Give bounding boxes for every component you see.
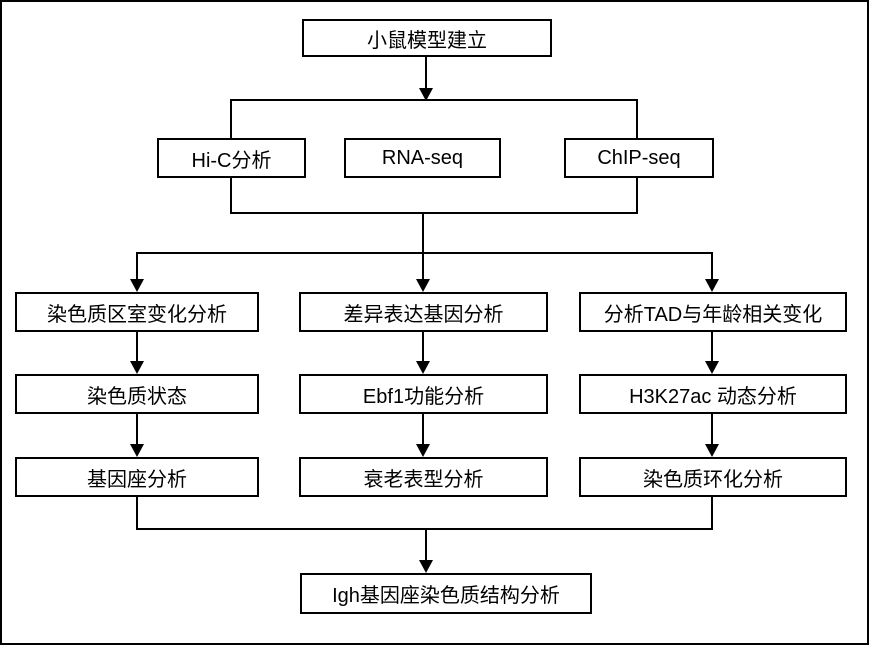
node-hic-analysis: Hi-C分析: [157, 138, 306, 178]
connector-tad-to-h3k27ac: [711, 332, 713, 362]
node-ebf1-function-analysis: Ebf1功能分析: [299, 374, 548, 414]
connector-ebf1-to-aging: [422, 414, 424, 445]
arrowhead-to-locus-analysis: [130, 444, 144, 457]
node-deg-analysis: 差异表达基因分析: [299, 292, 548, 332]
connector-final-stem: [425, 528, 427, 561]
connector-looping-down: [711, 497, 713, 530]
connector-h3k27ac-to-looping: [711, 414, 713, 445]
connector-chipseq-down: [636, 178, 638, 214]
node-tad-age-change-analysis: 分析TAD与年龄相关变化: [579, 292, 847, 332]
connector-merge-bracket: [230, 212, 638, 214]
connector-deg-to-ebf1: [422, 332, 424, 362]
connector-distribute-bracket: [136, 252, 713, 254]
arrowhead-to-deg-analysis: [416, 279, 430, 292]
connector-bracket-to-hic: [230, 99, 232, 138]
connector-methods-bracket-top: [230, 99, 638, 101]
arrowhead-to-h3k27ac-analysis: [705, 361, 719, 374]
arrowhead-to-ebf1-analysis: [416, 361, 430, 374]
node-chromatin-looping-analysis: 染色质环化分析: [579, 457, 847, 497]
arrowhead-root-to-methods: [419, 88, 433, 101]
node-aging-phenotype-analysis: 衰老表型分析: [299, 457, 548, 497]
arrowhead-to-aging-phenotype: [416, 444, 430, 457]
connector-state-to-locus: [136, 414, 138, 445]
node-h3k27ac-dynamics-analysis: H3K27ac 动态分析: [579, 374, 847, 414]
node-compartment-change-analysis: 染色质区室变化分析: [15, 292, 259, 332]
node-chipseq: ChIP-seq: [564, 138, 714, 178]
node-mouse-model: 小鼠模型建立: [302, 19, 552, 57]
arrowhead-to-chromatin-looping: [705, 444, 719, 457]
connector-hic-down: [230, 178, 232, 214]
connector-distribute-right-drop: [711, 252, 713, 280]
connector-locus-down: [136, 497, 138, 530]
connector-final-bracket: [136, 528, 713, 530]
connector-center-stem: [422, 212, 424, 280]
arrowhead-to-igh-analysis: [419, 560, 433, 573]
connector-bracket-to-chipseq: [636, 99, 638, 138]
arrowhead-to-tad-analysis: [705, 279, 719, 292]
connector-compartment-to-state: [136, 332, 138, 362]
node-rnaseq: RNA-seq: [344, 138, 501, 178]
connector-distribute-left-drop: [136, 252, 138, 280]
node-chromatin-state: 染色质状态: [15, 374, 259, 414]
connector-root-stem: [425, 57, 427, 89]
arrowhead-to-chromatin-state: [130, 361, 144, 374]
node-locus-analysis: 基因座分析: [15, 457, 259, 497]
arrowhead-to-compartment-analysis: [130, 279, 144, 292]
node-igh-locus-structure-analysis: Igh基因座染色质结构分析: [300, 573, 592, 614]
